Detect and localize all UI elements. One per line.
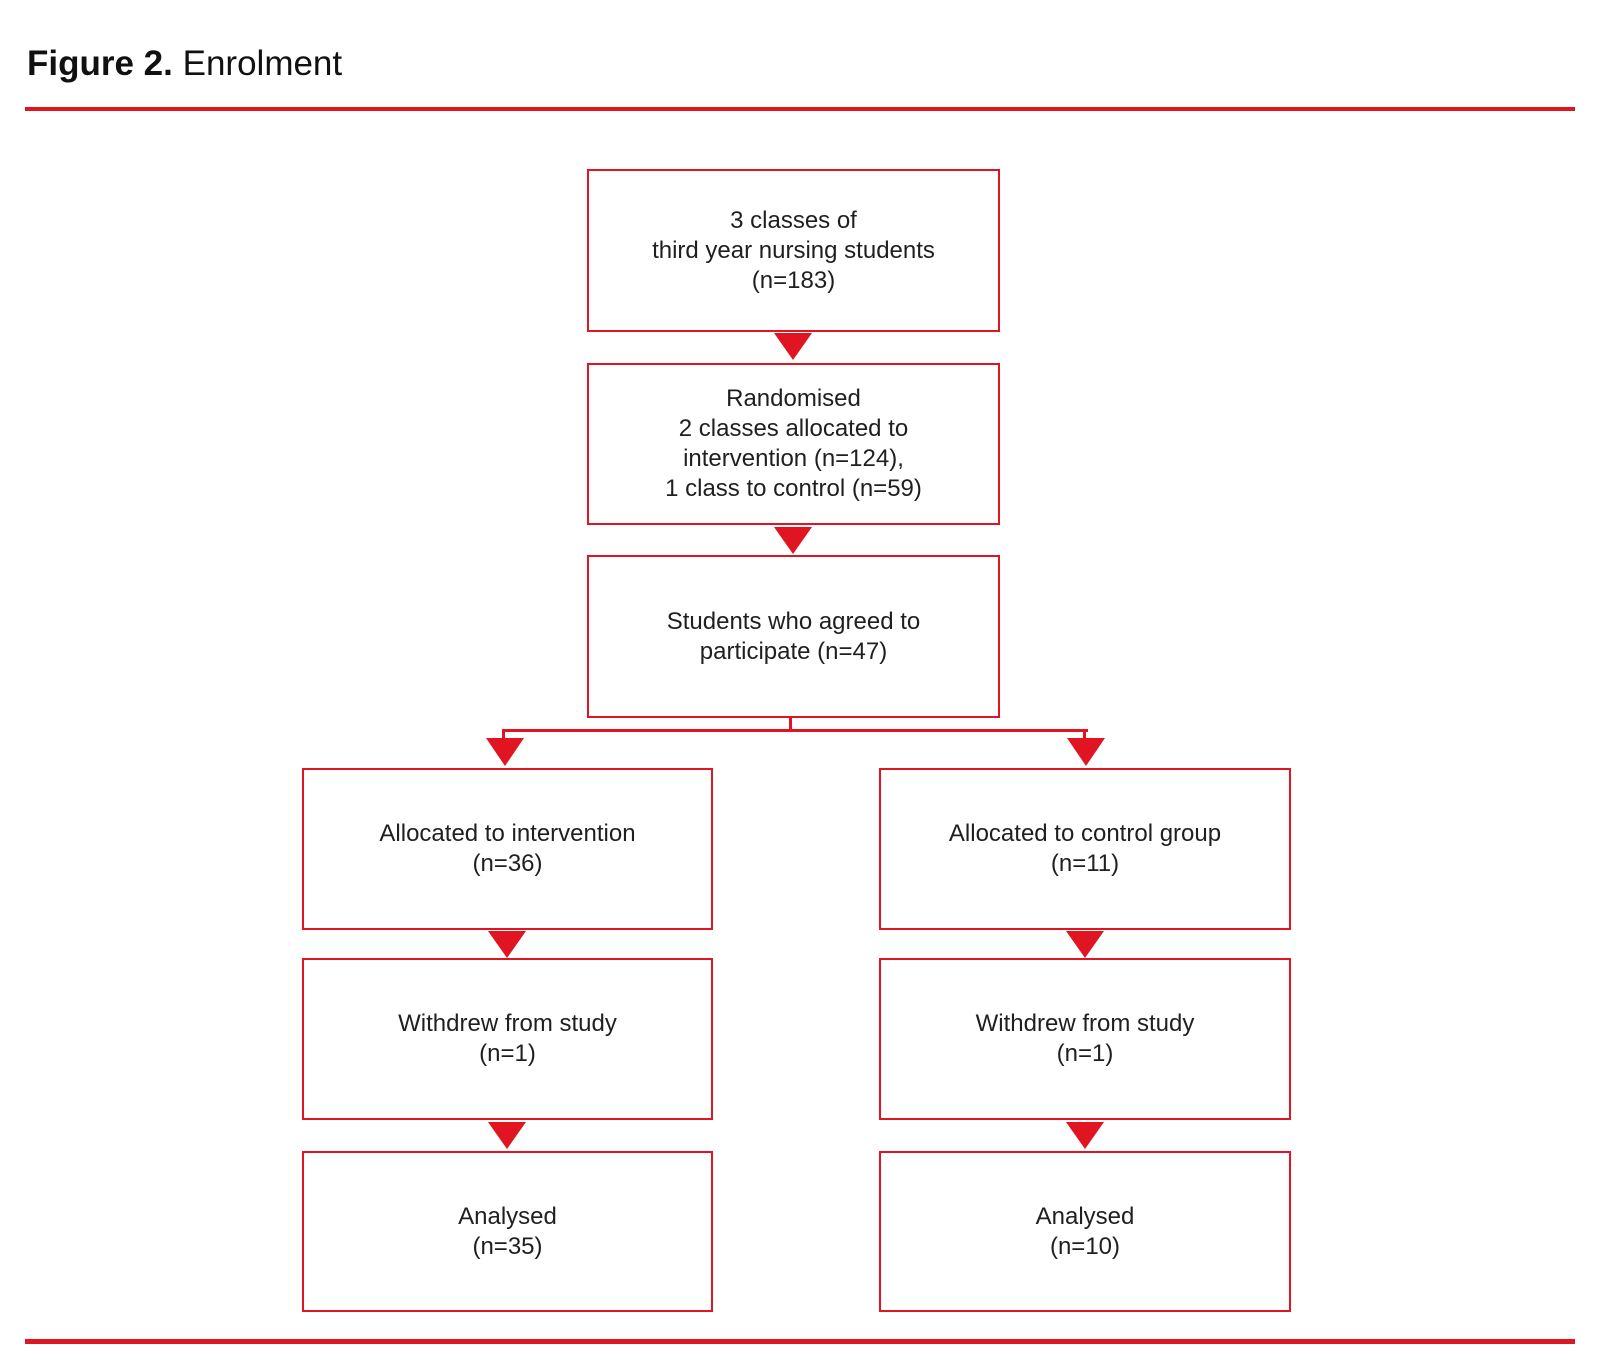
box-intervention-analysed: Analysed (n=35)	[302, 1151, 713, 1312]
connector-stub-line	[789, 716, 792, 731]
box-intervention-withdrew: Withdrew from study (n=1)	[302, 958, 713, 1120]
arrow-down-icon	[486, 738, 524, 766]
arrow-down-icon	[1066, 1122, 1104, 1149]
arrow-down-icon	[488, 1122, 526, 1149]
box-enrolment: 3 classes of third year nursing students…	[587, 169, 1000, 332]
figure-title: Enrolment	[182, 44, 343, 83]
box-control-withdrew-text: Withdrew from study (n=1)	[975, 1010, 1195, 1067]
box-intervention-allocated-text: Allocated to intervention (n=36)	[379, 820, 636, 877]
arrow-down-icon	[1067, 738, 1105, 766]
box-control-allocated-text: Allocated to control group (n=11)	[948, 820, 1222, 877]
arrow-down-icon	[774, 527, 812, 554]
box-control-analysed-text: Analysed (n=10)	[1035, 1202, 1135, 1260]
box-enrolment-text: 3 classes of third year nursing students…	[652, 206, 935, 294]
arrow-down-icon	[1066, 931, 1104, 958]
box-intervention-allocated: Allocated to intervention (n=36)	[302, 768, 713, 930]
arrow-down-icon	[488, 931, 526, 958]
top-divider	[25, 107, 1575, 111]
box-control-withdrew: Withdrew from study (n=1)	[879, 958, 1291, 1120]
box-intervention-withdrew-text: Withdrew from study (n=1)	[398, 1010, 617, 1067]
box-control-analysed: Analysed (n=10)	[879, 1151, 1291, 1312]
connector-left-drop-line	[502, 731, 505, 740]
figure-label: Figure 2.	[27, 44, 173, 83]
box-randomised-text: Randomised 2 classes allocated to interv…	[665, 385, 922, 502]
connector-right-drop-line	[1083, 731, 1086, 740]
box-randomised: Randomised 2 classes allocated to interv…	[587, 363, 1000, 525]
box-agreed: Students who agreed to participate (n=47…	[587, 555, 1000, 718]
connector-horizontal-line	[502, 729, 1088, 732]
figure-caption: Figure 2. Enrolment	[27, 44, 342, 84]
box-agreed-text: Students who agreed to participate (n=47…	[666, 607, 921, 665]
arrow-down-icon	[774, 333, 812, 360]
box-control-allocated: Allocated to control group (n=11)	[879, 768, 1291, 930]
box-intervention-analysed-text: Analysed (n=35)	[458, 1202, 557, 1260]
bottom-divider	[25, 1339, 1575, 1344]
